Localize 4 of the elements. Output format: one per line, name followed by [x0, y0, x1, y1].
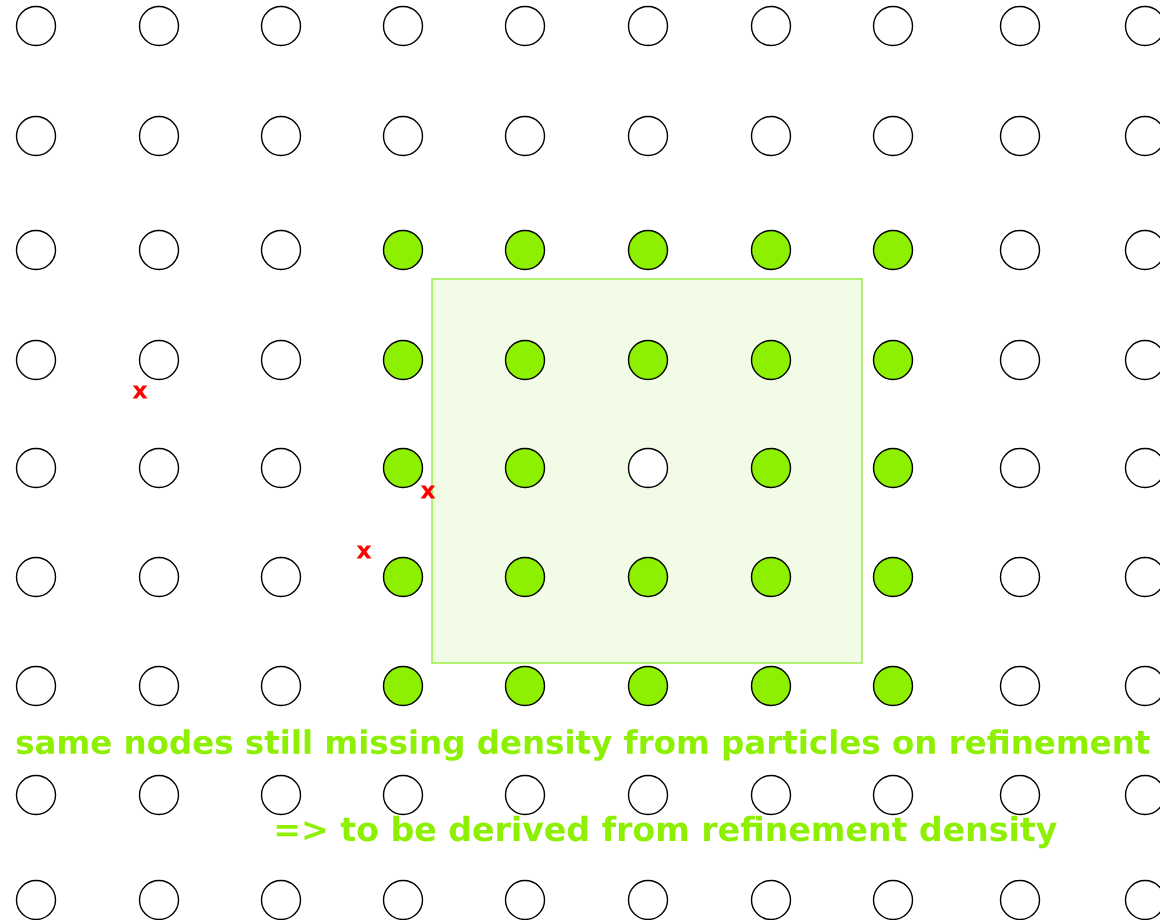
cross-mark: x: [132, 385, 148, 399]
annotation-text: => to be derived from refinement density: [276, 815, 1057, 849]
annotation-text: same nodes still missing density from particles on refinement: [16, 729, 1150, 761]
cross-mark: x: [356, 545, 372, 559]
